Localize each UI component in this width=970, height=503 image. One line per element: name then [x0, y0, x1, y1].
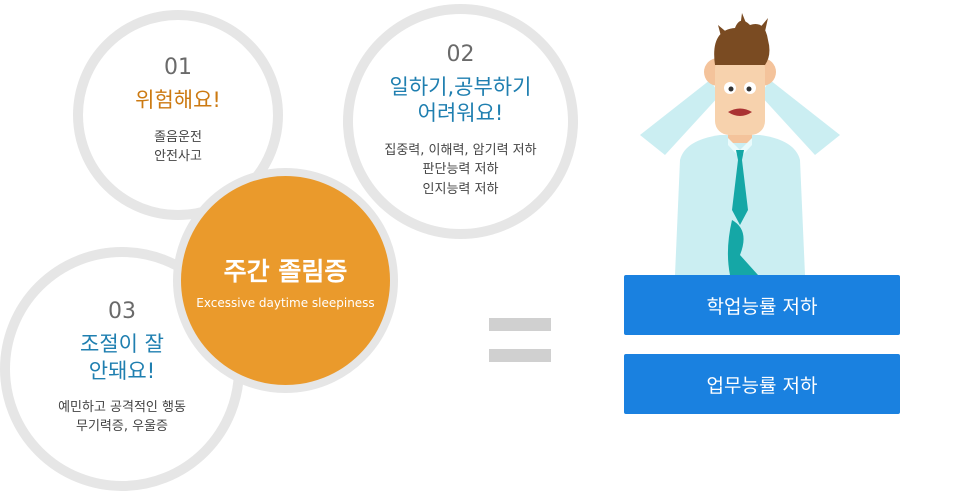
- circle-title: 조절이 잘 안돼요!: [80, 331, 164, 384]
- equals-bar-top: [489, 318, 551, 331]
- desc-line: 인지능력 저하: [422, 181, 499, 197]
- circle-title: 일하기,공부하기 어려워요!: [390, 74, 532, 127]
- center-title: 주간 졸림증: [223, 256, 348, 286]
- circle-number: 03: [108, 299, 136, 325]
- equals-bar-bottom: [489, 349, 551, 362]
- academic-decline-box: 학업능률 저하: [624, 275, 900, 335]
- circle-number: 01: [164, 55, 192, 81]
- desc-line: 졸음운전: [154, 129, 202, 145]
- circle-number: 02: [446, 42, 475, 67]
- work-study-circle: 02 일하기,공부하기 어려워요! 집중력, 이해력, 암기력 저하 판단능력 …: [343, 4, 578, 239]
- circle-description: 졸음운전 안전사고: [154, 128, 202, 167]
- desc-line: 집중력, 이해력, 암기력 저하: [384, 142, 537, 158]
- stressed-man-icon: [640, 13, 840, 275]
- control-circle: 03 조절이 잘 안돼요! 예민하고 공격적인 행동 무기력증, 우울증: [0, 247, 244, 491]
- title-line: 일하기,공부하기: [389, 75, 532, 99]
- center-circle: 주간 졸림증 Excessive daytime sleepiness: [173, 168, 398, 393]
- circle-title: 위험해요!: [135, 88, 221, 113]
- title-line: 조절이 잘: [80, 332, 164, 357]
- desc-line: 무기력증, 우울증: [76, 419, 168, 435]
- title-line: 안돼요!: [88, 358, 156, 383]
- circle-description: 예민하고 공격적인 행동 무기력증, 우울증: [58, 398, 186, 437]
- desc-line: 판단능력 저하: [422, 162, 499, 177]
- desc-line: 예민하고 공격적인 행동: [58, 399, 186, 415]
- desc-line: 안전사고: [154, 149, 202, 165]
- circle-description: 집중력, 이해력, 암기력 저하 판단능력 저하 인지능력 저하: [384, 141, 536, 200]
- work-decline-box: 업무능률 저하: [624, 354, 900, 414]
- title-line: 어려워요!: [417, 101, 504, 126]
- center-subtitle: Excessive daytime sleepiness: [196, 295, 375, 310]
- risk-circle: 01 위험해요! 졸음운전 안전사고: [73, 10, 283, 220]
